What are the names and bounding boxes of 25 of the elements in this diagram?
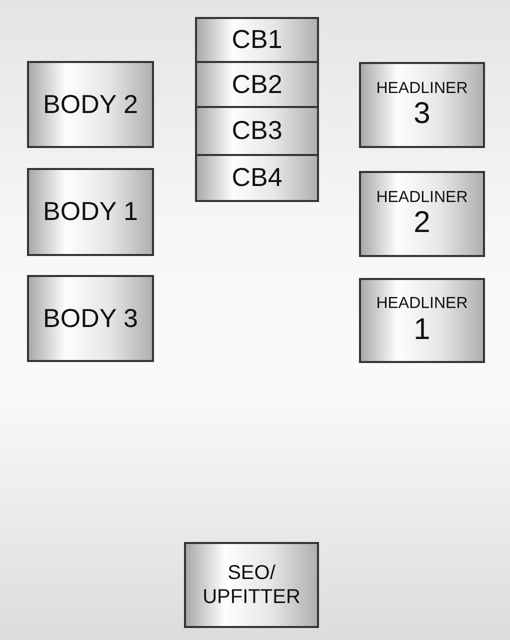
fuse-label: SEO/ UPFITTER [202, 561, 302, 609]
fuse-slot [359, 278, 485, 363]
fuse-label: BODY 1 [43, 198, 138, 226]
fuse-slot [195, 61, 319, 108]
fuse-label: BODY 2 [43, 90, 138, 118]
fuse-number: 2 [414, 206, 430, 240]
fuse-number: 1 [414, 312, 430, 346]
fuse-label: HEADLINER [376, 188, 468, 206]
fuse-slot [195, 106, 319, 156]
fuse-label: CB3 [232, 117, 282, 145]
fuse-label: CB1 [232, 26, 282, 54]
fuse-label: BODY 3 [43, 304, 138, 332]
fuse-slot [27, 61, 154, 148]
fuse-slot [27, 168, 154, 256]
fuse-number: 3 [414, 97, 430, 130]
fuse-slot [27, 275, 154, 362]
fuse-slot [195, 154, 319, 202]
fuse-slot [359, 62, 485, 148]
fuse-slot [184, 542, 319, 628]
fuse-slot [195, 17, 319, 63]
fuse-label: CB4 [232, 164, 282, 192]
fuse-label: HEADLINER [376, 295, 468, 313]
fuse-label: CB2 [232, 70, 282, 98]
fuse-slot [359, 171, 485, 257]
fuse-label: HEADLINER [376, 80, 468, 98]
